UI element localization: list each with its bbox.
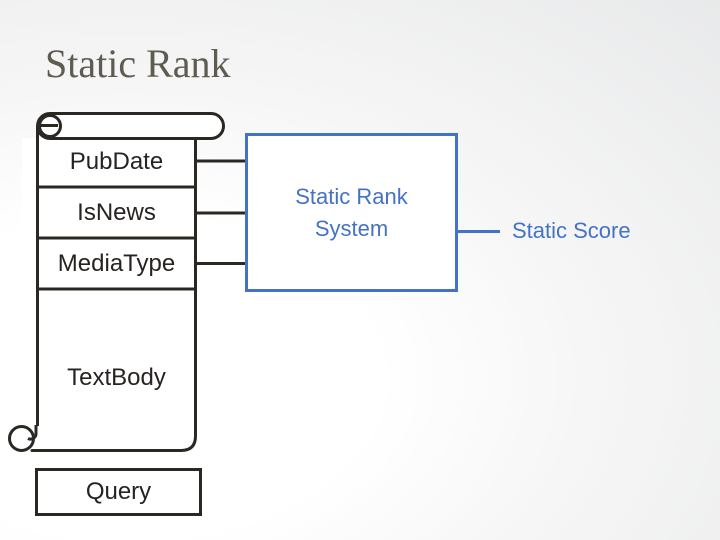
scroll-top-roll [36, 112, 225, 140]
static-score-label: Static Score [512, 218, 631, 243]
vertical-scroll-shape [8, 112, 225, 452]
static-rank-system-box: Static Rank System [245, 133, 458, 292]
query-label: Query [85, 478, 152, 505]
field-label-textbody: TextBody [67, 364, 166, 391]
field-label-isnews: IsNews [77, 199, 156, 226]
scroll-body-fill [22, 138, 196, 451]
query-box: Query [35, 468, 202, 516]
scroll-bottom-curl-detail [27, 425, 38, 441]
scroll-right-bottom-edge [30, 136, 197, 452]
static-rank-system-label: Static Rank System [295, 183, 408, 241]
page-title: Static Rank [45, 41, 231, 86]
field-label-mediatype: MediaType [57, 250, 176, 277]
field-label-pubdate: PubDate [69, 148, 164, 175]
